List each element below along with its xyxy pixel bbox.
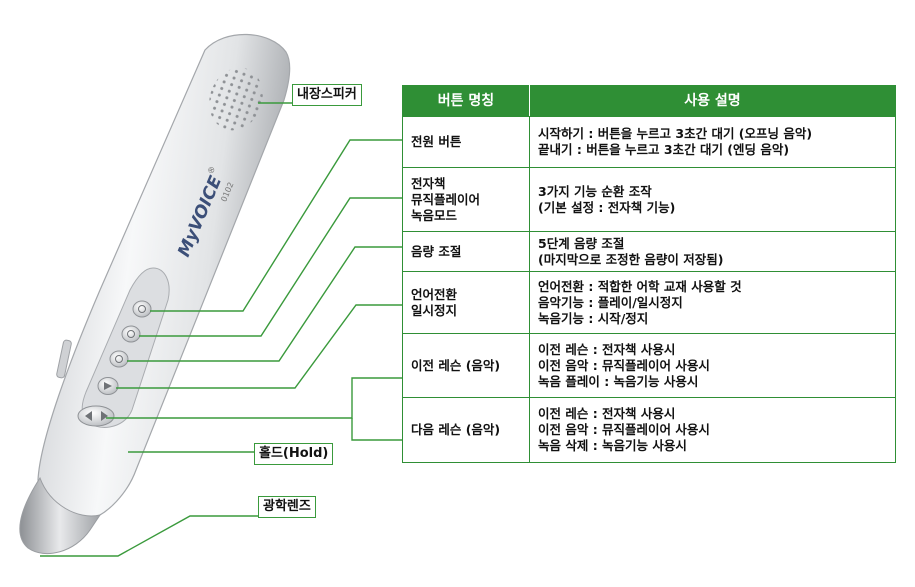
play-pause-icon: [104, 382, 112, 390]
lens-callout: 광학렌즈: [258, 496, 316, 518]
usage-text: 이전 레슨 : 전자책 사용시: [538, 341, 676, 357]
trademark-mark: ®: [206, 165, 217, 176]
table-row: 언어전환 일시정지 언어전환 : 적합한 어학 교재 사용할 것 음악기능 : …: [402, 271, 896, 334]
leader-lines: [40, 102, 402, 557]
prev-icon: [85, 411, 92, 421]
pen-tip: [19, 476, 102, 555]
button-name-cell: 다음 레슨 (음악): [402, 397, 530, 463]
table-row: 전원 버튼 시작하기 : 버튼을 누르고 3초간 대기 (오프닝 음악) 끝내기…: [402, 116, 896, 168]
mode-icon: [127, 330, 135, 338]
usage-text: 끝내기 : 버튼을 누르고 3초간 대기 (엔딩 음악): [538, 142, 790, 157]
button-name-cell: 전자책 뮤직플레이어 녹음모드: [402, 167, 530, 232]
table-row: 다음 레슨 (음악) 이전 레슨 : 전자책 사용시 이전 음악 : 뮤직플레이…: [402, 397, 896, 463]
volume-button[interactable]: [109, 350, 129, 368]
button-name-cell: 음량 조절: [402, 231, 530, 272]
usage-text: 이전 음악 : 뮤직플레이어 사용시: [538, 422, 710, 437]
usage-cell: 언어전환 : 적합한 어학 교재 사용할 것 음악기능 : 플레이/일시정지 녹…: [529, 271, 896, 334]
usage-cell: 3가지 기능 순환 조작 (기본 설정 : 전자책 기능): [529, 167, 896, 232]
button-name-cell: 전원 버튼: [402, 116, 530, 168]
hold-callout: 홀드(Hold): [254, 443, 334, 465]
usage-cell: 5단계 음량 조절 (마지막으로 조정한 음량이 저장됨): [529, 231, 896, 272]
usage-text: 녹음 플레이 : 녹음기능 사용시: [538, 373, 699, 389]
usage-text: 이전 레슨 : 전자책 사용시: [538, 406, 676, 421]
table-row: 전자책 뮤직플레이어 녹음모드 3가지 기능 순환 조작 (기본 설정 : 전자…: [402, 167, 896, 232]
usage-text: 시작하기 : 버튼을 누르고 3초간 대기 (오프닝 음악): [538, 126, 813, 141]
speaker-grille: [209, 67, 263, 131]
usage-text: 언어전환 : 적합한 어학 교재 사용할 것: [538, 278, 742, 294]
usage-cell: 이전 레슨 : 전자책 사용시 이전 음악 : 뮤직플레이어 사용시 녹음 삭제…: [529, 397, 896, 463]
button-name-text: 일시정지: [411, 302, 458, 318]
side-slot: [56, 339, 72, 379]
button-description-table: 버튼 명칭 사용 설명 전원 버튼 시작하기 : 버튼을 누르고 3초간 대기 …: [402, 85, 896, 463]
power-icon: [138, 305, 146, 313]
volume-icon: [115, 355, 123, 363]
button-name-text: 전자책: [411, 175, 446, 191]
prev-next-rocker[interactable]: [77, 405, 115, 427]
usage-text: 3가지 기능 순환 조작: [538, 183, 652, 199]
button-name-text: 다음 레슨 (음악): [411, 422, 501, 437]
button-name-text: 뮤직플레이어: [411, 191, 481, 207]
language-pause-button[interactable]: [97, 377, 119, 395]
button-name-text: 언어전환: [411, 286, 458, 302]
power-button[interactable]: [132, 300, 152, 318]
usage-text: 이전 음악 : 뮤직플레이어 사용시: [538, 357, 710, 373]
usage-text: 5단계 음량 조절: [538, 235, 625, 251]
button-name-cell: 이전 레슨 (음악): [402, 333, 530, 398]
button-name-cell: 언어전환 일시정지: [402, 271, 530, 334]
button-name-text: 음량 조절: [411, 243, 462, 259]
table-header-row: 버튼 명칭 사용 설명: [402, 85, 896, 117]
usage-text: (기본 설정 : 전자책 기능): [538, 199, 676, 215]
table-row: 음량 조절 5단계 음량 조절 (마지막으로 조정한 음량이 저장됨): [402, 231, 896, 272]
next-icon: [101, 411, 108, 421]
header-usage: 사용 설명: [529, 85, 896, 117]
speaker-callout: 내장스피커: [292, 84, 362, 106]
usage-text: (마지막으로 조정한 음량이 저장됨): [538, 251, 724, 267]
table-row: 이전 레슨 (음악) 이전 레슨 : 전자책 사용시 이전 음악 : 뮤직플레이…: [402, 333, 896, 398]
mode-button[interactable]: [121, 325, 141, 343]
button-name-text: 전원 버튼: [411, 134, 462, 149]
usage-text: 음악기능 : 플레이/일시정지: [538, 294, 683, 310]
header-button-name: 버튼 명칭: [402, 85, 530, 117]
button-name-text: 이전 레슨 (음악): [411, 357, 501, 373]
button-name-text: 녹음모드: [411, 207, 458, 223]
usage-text: 녹음 삭제 : 녹음기능 사용시: [538, 438, 687, 453]
usage-text: 녹음기능 : 시작/정지: [538, 310, 649, 326]
usage-cell: 시작하기 : 버튼을 누르고 3초간 대기 (오프닝 음악) 끝내기 : 버튼을…: [529, 116, 896, 168]
usage-cell: 이전 레슨 : 전자책 사용시 이전 음악 : 뮤직플레이어 사용시 녹음 플레…: [529, 333, 896, 398]
